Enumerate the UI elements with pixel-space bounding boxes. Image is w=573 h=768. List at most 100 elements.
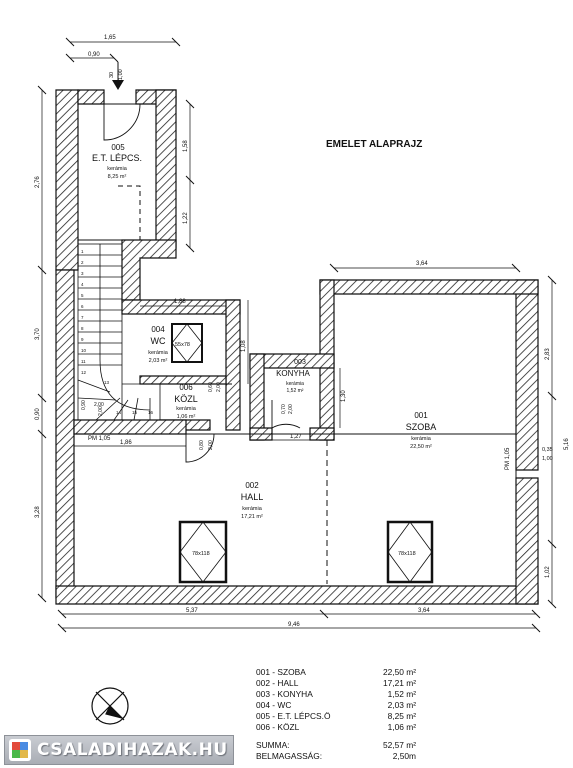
site-logo: CSALADIHAZAK.HU bbox=[4, 735, 234, 765]
svg-text:005: 005 bbox=[111, 143, 125, 152]
dim-pm-right: PM 1,05 bbox=[505, 447, 511, 470]
dim-stair-right-1: 1,58 bbox=[183, 140, 189, 152]
room-name: 006 - KÖZL bbox=[256, 722, 300, 732]
svg-text:3: 3 bbox=[81, 271, 84, 276]
room-002-label: 002 HALL kerámia 17,21 m² bbox=[241, 481, 264, 520]
logo-badge-icon bbox=[9, 739, 31, 761]
room-name: 001 - SZOBA bbox=[256, 667, 306, 677]
svg-text:2: 2 bbox=[81, 260, 84, 265]
wall-stair-left bbox=[55, 89, 79, 271]
room-outlines bbox=[73, 103, 517, 587]
dim-left-2: 3,70 bbox=[35, 328, 41, 340]
table-row: 003 - KONYHA 1,52 m² bbox=[256, 689, 416, 700]
dim-bottom-left: 5,37 bbox=[186, 608, 198, 614]
room-area-table: 001 - SZOBA 22,50 m² 002 - HALL 17,21 m²… bbox=[256, 667, 416, 733]
dim-stair-door-a: 0,90 bbox=[81, 400, 87, 410]
height-value: 2,50m bbox=[392, 751, 416, 761]
dim-pm-left: PM 1,05 bbox=[88, 436, 111, 442]
svg-text:17,21 m²: 17,21 m² bbox=[241, 514, 263, 520]
plan-title: EMELET ALAPRAJZ bbox=[326, 139, 422, 150]
dim-szoba-lower: 1,02 bbox=[545, 566, 551, 578]
wall-stair-top-left bbox=[77, 89, 105, 105]
svg-text:WC: WC bbox=[151, 336, 166, 346]
dim-bottom-right: 3,64 bbox=[418, 608, 430, 614]
door-kozl bbox=[185, 433, 215, 463]
room-area: 1,52 m² bbox=[387, 689, 416, 699]
table-row: 005 - E.T. LÉPCS.Ö 8,25 m² bbox=[256, 711, 416, 722]
dim-top-small-b: 1,00 bbox=[118, 69, 124, 80]
svg-text:13: 13 bbox=[104, 380, 110, 385]
wall-right-upper bbox=[515, 279, 539, 471]
svg-text:10: 10 bbox=[81, 348, 87, 353]
skylights bbox=[171, 323, 434, 584]
logo-text: CSALADIHAZAK.HU bbox=[37, 740, 228, 760]
dim-left-3: 0,90 bbox=[35, 408, 41, 420]
dimension-labels: 1,65 0,90 30 1,00 2,76 3,70 0,90 3,28 1,… bbox=[35, 35, 570, 628]
room-003-label: 003 KONYHA kerámia 1,52 m² bbox=[276, 359, 310, 394]
sum-value: 52,57 m² bbox=[382, 740, 416, 750]
room-name: 004 - WC bbox=[256, 700, 292, 710]
dimension-ticks bbox=[37, 37, 557, 633]
svg-text:7: 7 bbox=[81, 315, 84, 320]
wall-landing-bottom bbox=[73, 419, 187, 435]
height-label: BELMAGASSÁG: bbox=[256, 751, 323, 761]
room-area: 2,03 m² bbox=[387, 700, 416, 710]
room-001-label: 001 SZOBA kerámia 22,50 m² bbox=[406, 411, 437, 450]
svg-text:2,03 m²: 2,03 m² bbox=[149, 358, 168, 364]
skylight-szoba-label: 78x118 bbox=[398, 551, 416, 557]
dim-konyha-width: 1,27 bbox=[290, 434, 302, 440]
svg-text:001: 001 bbox=[414, 411, 428, 420]
svg-text:003: 003 bbox=[294, 359, 306, 366]
svg-text:8,25 m²: 8,25 m² bbox=[108, 174, 127, 180]
dim-wc-width: 1,88 bbox=[174, 299, 186, 305]
stair-step-numbers: 1 2 3 4 5 6 7 8 9 10 11 12 13 14 15 16 bbox=[81, 249, 154, 415]
dim-stair-door-b: 2,00 bbox=[98, 406, 104, 416]
dim-konyha-side: 1,30 bbox=[341, 390, 347, 402]
wall-konyha-left bbox=[249, 353, 265, 441]
svg-text:kerámia: kerámia bbox=[242, 506, 263, 512]
dim-top-small-a: 30 bbox=[109, 72, 115, 78]
room-005-label: 005 E.T. LÉPCS. kerámia 8,25 m² bbox=[92, 143, 142, 180]
svg-text:kerámia: kerámia bbox=[148, 350, 169, 356]
room-name: 005 - E.T. LÉPCS.Ö bbox=[256, 711, 331, 721]
svg-text:kerámia: kerámia bbox=[176, 406, 197, 412]
svg-text:1,06 m²: 1,06 m² bbox=[177, 414, 196, 420]
room-006-label: 006 KÖZL kerámia 1,06 m² bbox=[174, 383, 198, 420]
dim-szoba-right: 2,83 bbox=[545, 348, 551, 360]
north-arrow-icon bbox=[91, 687, 129, 725]
svg-text:1: 1 bbox=[81, 249, 84, 254]
svg-text:12: 12 bbox=[81, 370, 87, 375]
dim-wc-right: 1,08 bbox=[241, 340, 247, 352]
skylight-szoba bbox=[386, 520, 434, 584]
dim-top-total: 1,65 bbox=[104, 35, 116, 41]
svg-text:HALL: HALL bbox=[241, 492, 264, 502]
stair-dashed bbox=[118, 185, 141, 240]
room-004-label: 004 WC kerámia 2,03 m² bbox=[148, 325, 169, 364]
door-konyha bbox=[271, 400, 301, 429]
wall-stair-right bbox=[155, 89, 177, 249]
dim-kozl-door-b: 2,00 bbox=[216, 382, 222, 392]
room-name: 002 - HALL bbox=[256, 678, 299, 688]
skylight-hall-label: 78x118 bbox=[192, 551, 210, 557]
svg-text:16: 16 bbox=[148, 410, 154, 415]
dim-left-1: 2,76 bbox=[35, 176, 41, 188]
dim-konyha-door-a: 0,70 bbox=[281, 404, 287, 414]
dim-konyha-door-b: 2,00 bbox=[288, 404, 294, 414]
dimension-lines bbox=[41, 41, 553, 629]
svg-text:1,52 m²: 1,52 m² bbox=[287, 388, 304, 394]
room-name: 003 - KONYHA bbox=[256, 689, 313, 699]
wall-left bbox=[55, 269, 75, 599]
svg-text:kerámia: kerámia bbox=[411, 436, 432, 442]
svg-text:15: 15 bbox=[132, 410, 138, 415]
stair-width-label: 2,00 bbox=[94, 402, 104, 408]
table-row: 002 - HALL 17,21 m² bbox=[256, 678, 416, 689]
height-row: BELMAGASSÁG: 2,50m bbox=[256, 751, 416, 762]
walls bbox=[55, 89, 539, 605]
dim-hall-door-a: 0,80 bbox=[199, 440, 205, 450]
dim-hall-top: 1,86 bbox=[120, 440, 132, 446]
entry-arrow-icon bbox=[112, 80, 124, 90]
svg-text:9: 9 bbox=[81, 337, 84, 342]
wall-stair-lower-right bbox=[121, 239, 177, 301]
svg-text:11: 11 bbox=[81, 359, 86, 364]
table-row: 001 - SZOBA 22,50 m² bbox=[256, 667, 416, 678]
